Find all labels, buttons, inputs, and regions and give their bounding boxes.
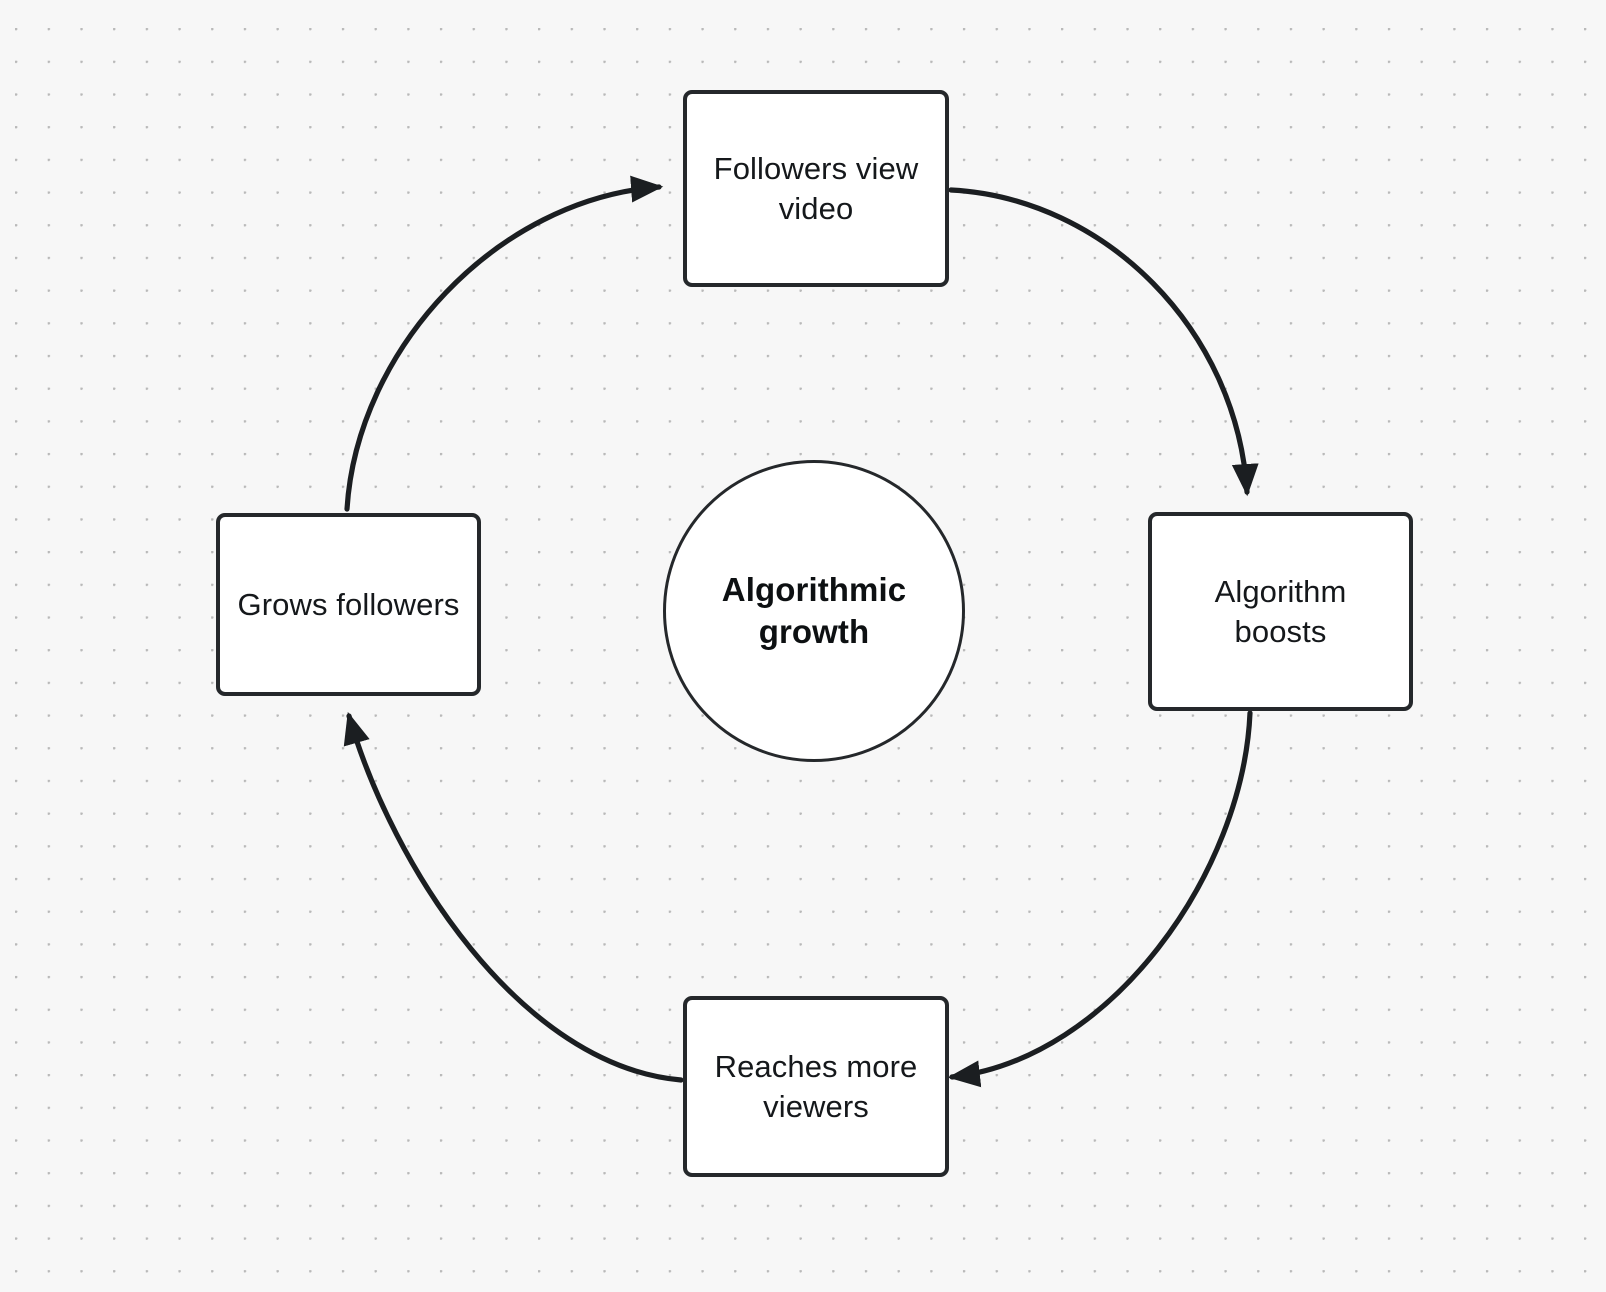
edge-top-to-right [948,187,1259,497]
node-label: Algorithm boosts [1214,574,1347,649]
node-followers-view-video[interactable]: Followers view video [683,90,949,287]
edge-right-to-bottom [947,710,1253,1088]
center-node-label: Algorithmic growth [721,570,907,650]
node-label: Grows followers [237,586,460,622]
node-label: Reaches more viewers [714,1049,918,1124]
edge-left-to-top [344,175,664,512]
node-label: Followers view video [713,151,919,226]
node-algorithm-boosts[interactable]: Algorithm boosts [1148,512,1413,711]
node-grows-followers[interactable]: Grows followers [216,513,481,696]
edge-bottom-to-left [343,711,684,1083]
center-node-algorithmic-growth[interactable]: Algorithmic growth [663,460,965,762]
node-reaches-more-viewers[interactable]: Reaches more viewers [683,996,949,1177]
